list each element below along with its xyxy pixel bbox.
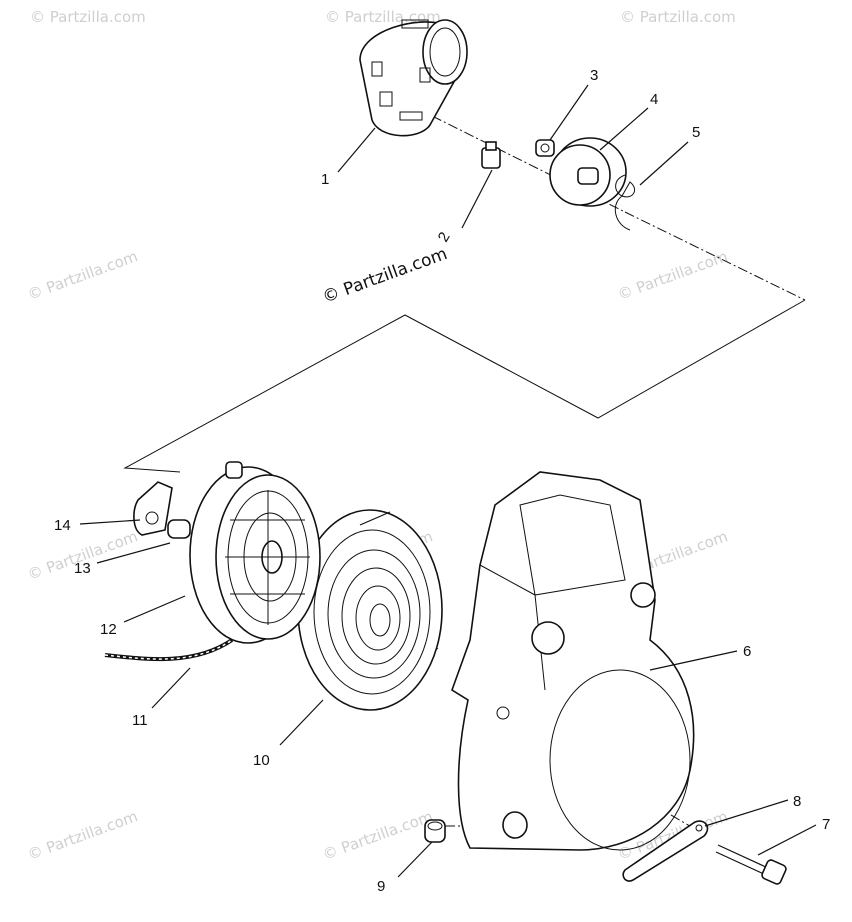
callout-4: 4	[650, 91, 658, 108]
callout-5: 5	[692, 124, 700, 141]
callout-11: 11	[132, 712, 148, 729]
callout-12: 12	[100, 621, 117, 638]
watermark-main: © Partzilla.com	[320, 244, 450, 308]
watermark-faint: © Partzilla.com	[320, 807, 435, 864]
callout-labels: 1 2 3 4 5 6 7 8 9 10 11 12 13 14	[54, 67, 830, 895]
part-14-pawl	[133, 481, 173, 536]
part-4-pulley-disc	[549, 137, 627, 207]
watermark-faint: © Partzilla.com	[25, 247, 140, 304]
leader-lines	[79, 84, 817, 878]
watermark-faint: © Partzilla.com	[30, 8, 146, 26]
watermark-faint: © Partzilla.com	[25, 807, 140, 864]
part-2-bolt	[481, 141, 501, 169]
callout-1: 1	[321, 171, 329, 188]
watermark-faint: © Partzilla.com	[325, 8, 441, 26]
part-12-rope-reel	[189, 461, 321, 644]
callout-7: 7	[822, 816, 830, 833]
callout-14: 14	[54, 517, 71, 534]
part-6-housing	[451, 471, 695, 851]
callout-10: 10	[253, 752, 270, 769]
callout-3: 3	[590, 67, 598, 84]
part-9-grommet	[424, 819, 446, 843]
part-5-clip	[614, 174, 635, 231]
callout-8: 8	[793, 793, 801, 810]
part-3-nut	[535, 139, 555, 157]
part-11-rope	[104, 638, 234, 662]
part-7-long-bolt	[715, 844, 787, 885]
part-13-pin	[167, 519, 191, 539]
callout-2: 2	[435, 229, 454, 245]
callout-6: 6	[743, 643, 751, 660]
watermark-faint: © Partzilla.com	[620, 8, 736, 26]
callout-9: 9	[377, 878, 385, 895]
watermark-faint: © Partzilla.com	[615, 247, 730, 304]
part-8-strap	[622, 820, 709, 882]
callout-13: 13	[74, 560, 91, 577]
part-1-drive-cup	[359, 19, 468, 137]
